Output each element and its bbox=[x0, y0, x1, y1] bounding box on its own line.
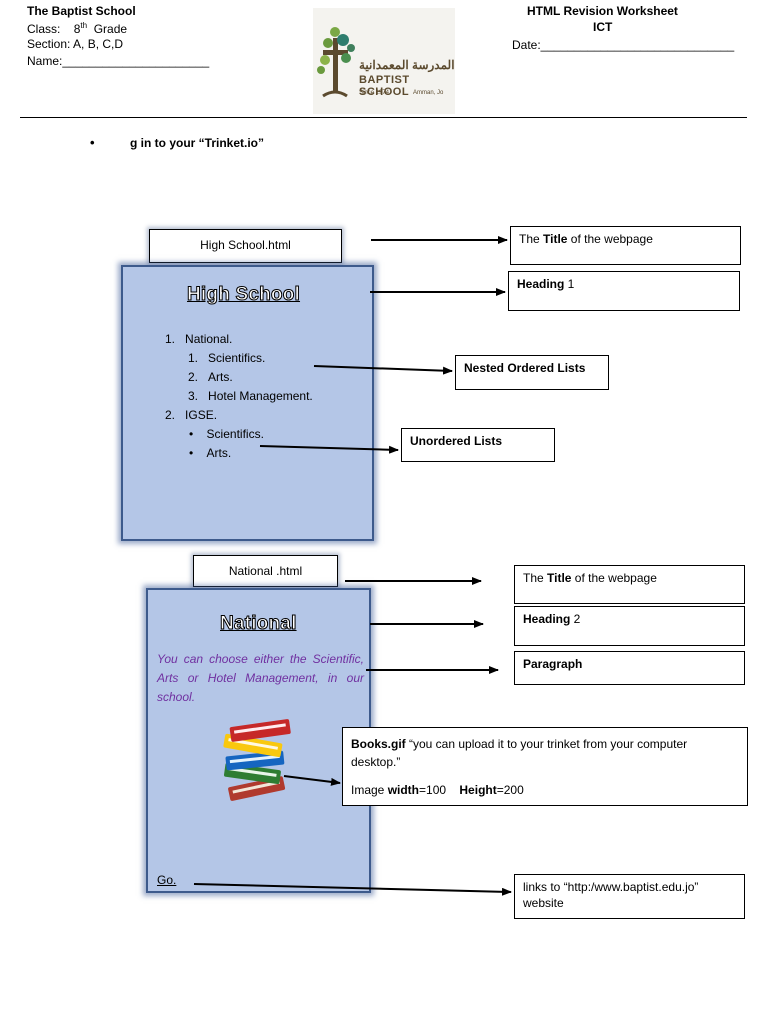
arrow-link bbox=[193, 883, 512, 896]
logo-english: BAPTIST SCHOOL bbox=[359, 74, 410, 98]
books-icon bbox=[223, 719, 291, 801]
page2-paragraph: You can choose either the Scientific, Ar… bbox=[157, 652, 364, 704]
list-item-national: 1. National. bbox=[165, 332, 233, 346]
arrow-books bbox=[283, 775, 341, 786]
image-size-line: Image width=100 Height=200 bbox=[351, 783, 524, 797]
page2-preview: National You can choose either the Scien… bbox=[146, 588, 371, 893]
class-number: 8 bbox=[73, 22, 81, 36]
heading-label-box-1: Heading 1 bbox=[508, 271, 740, 311]
instruction-text: g in to your “Trinket.io” bbox=[130, 136, 265, 150]
page1-preview: High School 1. National. 1. Scientifics.… bbox=[121, 265, 374, 541]
logo-since: Since 1974 bbox=[359, 90, 390, 96]
school-name: The Baptist School bbox=[27, 4, 136, 18]
nested-item-scientifics: 1. Scientifics. bbox=[188, 351, 266, 365]
paragraph-label: Paragraph bbox=[514, 651, 745, 685]
books-label-box: Books.gif “you can upload it to your tri… bbox=[342, 727, 748, 806]
nested-lists-label: Nested Ordered Lists bbox=[455, 355, 609, 390]
arrow-nested-lists bbox=[313, 365, 453, 375]
unordered-lists-label: Unordered Lists bbox=[401, 428, 555, 462]
page2-heading: National bbox=[220, 613, 297, 635]
instruction-bullet: • bbox=[90, 135, 95, 150]
page1-heading: High School bbox=[186, 284, 301, 306]
bullet-item-arts: • Arts. bbox=[189, 446, 232, 460]
school-logo: المدرسة المعمدانية BAPTIST SCHOOL Since … bbox=[313, 8, 455, 114]
logo-arabic: المدرسة المعمدانية bbox=[359, 58, 455, 72]
title-label-box-1: The Title of the webpage bbox=[510, 226, 741, 265]
page1-list: 1. National. 1. Scientifics. 2. Arts. 3.… bbox=[123, 330, 373, 470]
books-description: Books.gif “you can upload it to your tri… bbox=[351, 737, 688, 769]
name-line: Name:______________________ bbox=[27, 54, 210, 68]
class-grade: Grade bbox=[93, 22, 128, 36]
section-line: Section: A, B, C,D bbox=[27, 37, 124, 51]
page2-filename-box: National .html bbox=[193, 555, 338, 587]
tree-cross-icon bbox=[317, 27, 355, 98]
title-label-box-2: The Title of the webpage bbox=[514, 565, 745, 604]
books-image bbox=[216, 715, 304, 805]
class-label: Class: bbox=[27, 22, 61, 36]
class-line: Class: 8th Grade bbox=[27, 18, 127, 37]
bullet-item-scientifics: • Scientifics. bbox=[189, 427, 264, 441]
nested-item-arts: 2. Arts. bbox=[188, 370, 233, 384]
subject: ICT bbox=[593, 20, 613, 34]
date-line: Date:_____________________________ bbox=[512, 38, 735, 52]
nested-item-hotel: 3. Hotel Management. bbox=[188, 389, 313, 403]
header-rule bbox=[20, 117, 747, 118]
arrow-unordered-lists bbox=[259, 445, 399, 454]
list-item-igse: 2. IGSE. bbox=[165, 408, 218, 422]
links-label-box: links to “http:/www.baptist.edu.jo” webs… bbox=[514, 874, 745, 919]
go-link[interactable]: Go. bbox=[157, 873, 177, 887]
logo-city: Amman, Jo bbox=[413, 90, 444, 96]
class-sup: th bbox=[80, 21, 88, 30]
page1-filename-box: High School.html bbox=[149, 229, 342, 263]
worksheet-title: HTML Revision Worksheet bbox=[527, 4, 678, 18]
heading-label-box-2: Heading 2 bbox=[514, 606, 745, 646]
